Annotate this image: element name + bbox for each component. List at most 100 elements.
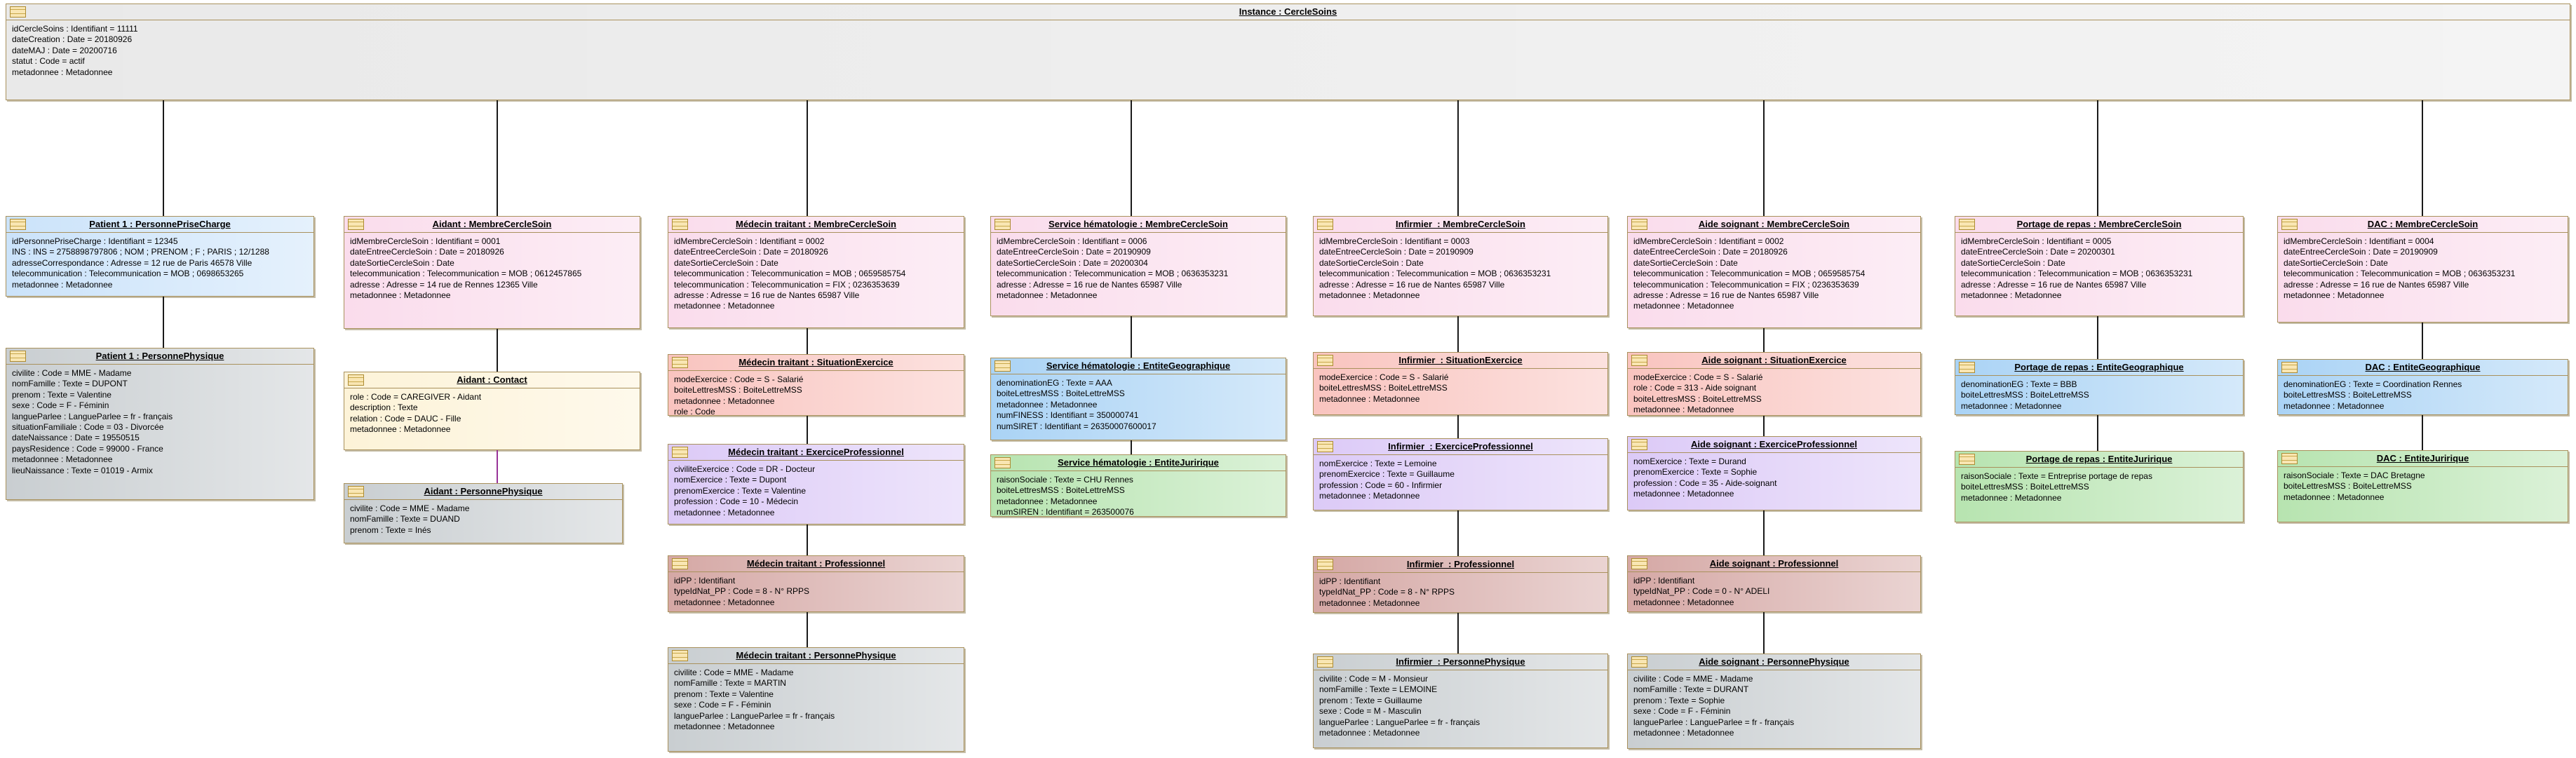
attribute-line: telecommunication : Telecommunication = …	[674, 279, 900, 290]
attribute-line: idPersonnePriseCharge : Identifiant = 12…	[12, 236, 178, 246]
attribute-line: telecommunication : Telecommunication = …	[1961, 269, 2193, 279]
connector-line	[1131, 316, 1132, 358]
class-instance-icon	[2281, 362, 2298, 373]
attribute-line: metadonnee : Metadonnee	[2284, 492, 2385, 502]
box-title: Service hématologie : MembreCercleSoin	[991, 217, 1286, 233]
attribute-line: metadonnee : Metadonnee	[1961, 400, 2062, 411]
attribute-line: denominationEG : Texte = AAA	[997, 378, 1112, 388]
box-title: Infirmier : PersonnePhysique	[1314, 654, 1607, 670]
connector-line	[807, 416, 808, 444]
attribute-line: boiteLettresMSS : BoiteLettreMSS	[2284, 481, 2412, 492]
attribute-line: idMembreCercleSoin : Identifiant = 0004	[2284, 236, 2434, 246]
attribute-line: telecommunication : Telecommunication = …	[674, 269, 906, 279]
attribute-line: modeExercice : Code = S - Salarié	[1319, 372, 1449, 382]
attribute-line: idMembreCercleSoin : Identifiant = 0002	[674, 236, 825, 246]
attribute-line: boiteLettresMSS : BoiteLettreMSS	[674, 385, 802, 395]
box-title: Aidant : PersonnePhysique	[344, 484, 622, 500]
connector-line	[1131, 440, 1132, 454]
attribute-line: adresse : Adresse = 14 rue de Rennes 123…	[350, 279, 538, 290]
attribute-line: idMembreCercleSoin : Identifiant = 0002	[1633, 236, 1784, 246]
attribute-line: telecommunication : Telecommunication = …	[1319, 269, 1551, 279]
portage-entitegeographique-box[interactable]: Portage de repas : EntiteGeographique den…	[1955, 359, 2244, 415]
attribute-line: telecommunication : Telecommunication = …	[350, 269, 582, 279]
attribute-line: adresse : Adresse = 16 rue de Nantes 659…	[674, 290, 860, 301]
box-title: Aide soignant : PersonnePhysique	[1628, 654, 1920, 670]
connector-line	[497, 329, 498, 372]
attribute-line: idMembreCercleSoin : Identifiant = 0006	[997, 236, 1147, 246]
attribute-line: denominationEG : Texte = BBB	[1961, 379, 2077, 389]
attribute-line: dateEntreeCercleSoin : Date = 20180926	[1633, 247, 1788, 257]
box-title: DAC : MembreCercleSoin	[2278, 217, 2568, 233]
box-title: Aide soignant : MembreCercleSoin	[1628, 217, 1920, 233]
attribute-line: description : Texte	[350, 402, 418, 413]
attribute-line: modeExercice : Code = S - Salarié	[674, 374, 804, 384]
class-instance-icon	[348, 374, 364, 386]
attribute-line: numSIRET : Identifiant = 26350007600017	[997, 421, 1156, 431]
box-title: DAC : EntiteGeographique	[2278, 360, 2568, 376]
box-title: Infirmier : Professionnel	[1314, 557, 1607, 573]
box-title: Infirmier : MembreCercleSoin	[1314, 217, 1607, 233]
medecin-membrecerclesoin-box[interactable]: Médecin traitant : MembreCercleSoin idMem…	[668, 216, 964, 328]
box-title: Aide soignant : Professionnel	[1628, 556, 1920, 572]
attribute-line: adresse : Adresse = 16 rue de Nantes 659…	[1633, 290, 1819, 301]
attribute-list: idPersonnePriseCharge : Identifiant = 12…	[6, 233, 313, 290]
attribute-line: adresseCorrespondance : Adresse = 12 rue…	[12, 257, 252, 268]
attribute-line: prenomExercice : Texte = Valentine	[674, 485, 806, 496]
attribute-line: metadonnee : Metadonnee	[1633, 405, 1734, 415]
box-title: Portage de repas : EntiteGeographique	[1955, 360, 2243, 376]
medecin-exerciceprofessionnel-box[interactable]: Médecin traitant : ExerciceProfessionnel…	[668, 444, 964, 524]
attribute-line: metadonnee : Metadonnee	[997, 290, 1098, 301]
attribute-list: raisonSociale : Texte = Entreprise porta…	[1955, 468, 2243, 503]
attribute-line: raisonSociale : Texte = Entreprise porta…	[1961, 471, 2152, 481]
attribute-line: INS : INS = 2758898797806 ; NOM ; PRENOM…	[12, 247, 269, 257]
attribute-line: boiteLettresMSS : BoiteLettreMSS	[2284, 390, 2412, 400]
class-instance-icon	[672, 357, 688, 368]
class-instance-icon	[994, 457, 1011, 468]
aide-soignant-membrecerclesoin-box[interactable]: Aide soignant : MembreCercleSoin idMembre…	[1627, 216, 1921, 328]
dac-membrecerclesoin-box[interactable]: DAC : MembreCercleSoin idMembreCercleSoin…	[2277, 216, 2568, 323]
attribute-line: typeIdNat_PP : Code = 8 - N° RPPS	[1319, 587, 1455, 597]
box-title: Infirmier : ExerciceProfessionnel	[1314, 439, 1607, 455]
connector-line	[807, 612, 808, 647]
class-instance-icon	[1317, 355, 1333, 366]
service-hematologie-entitegeographique-box[interactable]: Service hématologie : EntiteGeographique…	[990, 358, 1286, 440]
attribute-line: dateNaissance : Date = 19550515	[12, 433, 140, 443]
box-title: Médecin traitant : MembreCercleSoin	[668, 217, 964, 233]
attribute-line: metadonnee : Metadonnee	[350, 424, 451, 435]
attribute-line: telecommunication : Telecommunication = …	[12, 269, 244, 279]
service-hematologie-membrecerclesoin-box[interactable]: Service hématologie : MembreCercleSoin id…	[990, 216, 1286, 316]
attribute-line: typeIdNat_PP : Code = 8 - N° RPPS	[674, 586, 810, 597]
attribute-line: nomFamille : Texte = DURANT	[1633, 684, 1749, 695]
connector-line	[2097, 100, 2098, 216]
attribute-line: boiteLettresMSS : BoiteLettreMSS	[997, 388, 1125, 399]
attribute-line: metadonnee : Metadonnee	[674, 395, 775, 406]
attribute-line: metadonnee : Metadonnee	[1633, 728, 1734, 738]
